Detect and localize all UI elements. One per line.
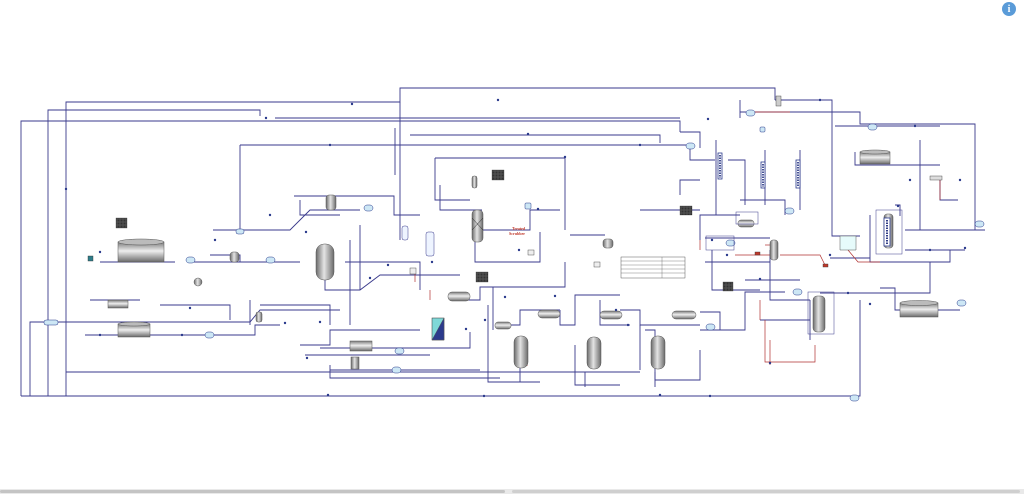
info-icon[interactable]: i <box>1002 2 1016 16</box>
condensers[interactable] <box>717 152 891 247</box>
grid-icon-4[interactable] <box>679 205 693 216</box>
inline-indicators[interactable] <box>87 95 943 275</box>
horizontal-drum-1[interactable] <box>447 291 471 302</box>
scrubber-label-line1: Treated <box>512 226 526 231</box>
reactor-2[interactable] <box>586 336 602 370</box>
tank-mid-b[interactable] <box>350 356 360 370</box>
monitor-grids[interactable] <box>115 169 734 292</box>
scrubber-annotation: Treated Scrubber <box>509 226 526 236</box>
grid-icon-1[interactable] <box>115 217 128 229</box>
heat-exchangers[interactable] <box>43 109 985 402</box>
column-reboiler-right[interactable] <box>769 239 779 261</box>
grid-icon-3[interactable] <box>475 271 489 283</box>
absorber-glass-2[interactable] <box>401 225 409 241</box>
unit-box-far-right[interactable] <box>875 209 903 255</box>
sample-vessel[interactable] <box>255 311 263 323</box>
horizontal-drum-5[interactable] <box>671 310 697 320</box>
unit-box-right[interactable] <box>807 291 835 335</box>
absorber-glass[interactable] <box>425 231 435 257</box>
horizontal-scrollbar[interactable] <box>0 489 1024 494</box>
tank-small-2[interactable] <box>229 251 240 263</box>
tank-small-1[interactable] <box>325 194 337 211</box>
grid-icon-2[interactable] <box>491 169 505 181</box>
cooler-triangle[interactable] <box>839 235 857 251</box>
tank-mid-a[interactable] <box>349 340 373 352</box>
stream-lines[interactable] <box>20 87 985 397</box>
horizontal-drum-6[interactable] <box>737 219 755 228</box>
horizontal-drum-2[interactable] <box>494 321 512 330</box>
scroll-thumb-right[interactable] <box>512 490 1020 493</box>
unit-box-mid[interactable] <box>705 235 735 251</box>
column-scrubber[interactable] <box>471 209 484 243</box>
valves[interactable] <box>64 98 967 398</box>
hot-stream-lines[interactable] <box>414 111 941 366</box>
unit-box-upper[interactable] <box>735 211 759 225</box>
feed-tank-small[interactable] <box>107 299 129 309</box>
flash-drum-main[interactable] <box>315 243 335 281</box>
tank-small-3[interactable] <box>602 238 614 249</box>
pump-feed[interactable] <box>193 277 203 287</box>
column-right[interactable] <box>812 295 826 333</box>
storage-tanks[interactable] <box>107 149 939 370</box>
reactor-1[interactable] <box>513 335 529 369</box>
scrubber-label-line2: Scrubber <box>509 231 525 236</box>
grid-icon-5[interactable] <box>722 281 734 292</box>
cone-vessel[interactable] <box>471 175 478 189</box>
reactor-3[interactable] <box>650 335 666 370</box>
horizontal-drum-3[interactable] <box>537 309 561 319</box>
horizontal-drum-4[interactable] <box>599 310 623 320</box>
process-vessels[interactable] <box>193 175 894 370</box>
results-table <box>620 256 686 279</box>
scroll-thumb-left[interactable] <box>0 490 505 493</box>
